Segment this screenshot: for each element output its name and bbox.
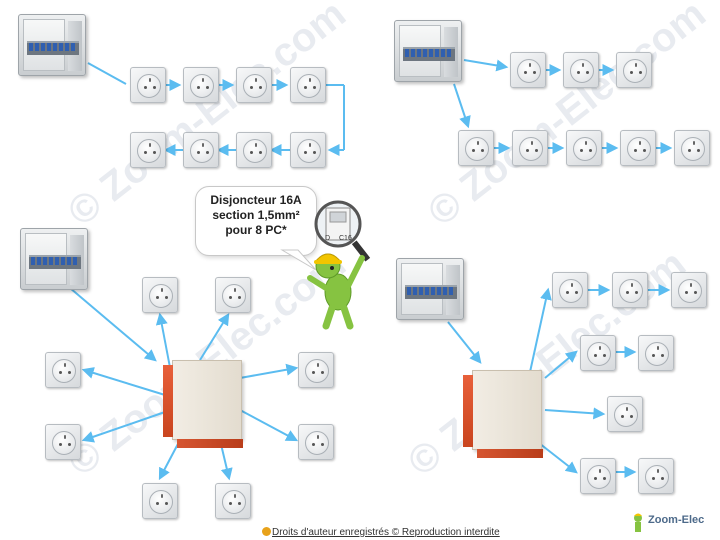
callout-tail	[280, 249, 317, 271]
wall-socket-icon	[620, 130, 656, 166]
wall-socket-icon	[142, 483, 178, 519]
wall-socket-icon	[130, 67, 166, 103]
breaker-label-c16: C16	[339, 235, 352, 242]
wall-socket-icon	[215, 483, 251, 519]
wire-connection	[199, 312, 230, 361]
wire-connection	[158, 439, 181, 481]
wall-socket-icon	[638, 335, 674, 371]
wire-connection	[239, 409, 299, 442]
wall-socket-icon	[236, 67, 272, 103]
wall-socket-icon	[510, 52, 546, 88]
wall-socket-icon	[512, 130, 548, 166]
wall-socket-icon	[290, 132, 326, 168]
wall-socket-icon	[607, 396, 643, 432]
callout-line-3: pour 8 PC*	[225, 223, 287, 237]
wall-socket-icon	[612, 272, 648, 308]
wire-connection	[453, 83, 471, 129]
wall-socket-icon	[183, 67, 219, 103]
copyright-notice[interactable]: Droits d'auteur enregistrés © Reproducti…	[262, 527, 500, 538]
wall-socket-icon	[616, 52, 652, 88]
electrician-mascot-icon	[307, 200, 371, 330]
breaker-label-d: D	[325, 235, 331, 242]
zoom-elec-logo-icon	[634, 513, 642, 532]
distribution-panel-icon	[20, 228, 88, 290]
wall-socket-icon	[298, 352, 334, 388]
copyright-dot-icon	[262, 527, 271, 536]
wire-connection	[239, 363, 299, 379]
wire-connection	[87, 62, 127, 85]
distribution-panel-icon	[18, 14, 86, 76]
wire-connection	[463, 59, 509, 72]
junction-box-icon	[163, 360, 243, 448]
wire-connection	[447, 321, 482, 364]
wire-connection	[544, 350, 578, 379]
wall-socket-icon	[45, 424, 81, 460]
brand-name: Zoom-Elec	[648, 514, 705, 526]
callout-bubble: Disjoncteur 16A section 1,5mm² pour 8 PC…	[195, 186, 317, 256]
wall-socket-icon	[142, 277, 178, 313]
wall-socket-icon	[215, 277, 251, 313]
wall-socket-icon	[671, 272, 707, 308]
callout-line-2: section 1,5mm²	[212, 208, 300, 222]
wall-socket-icon	[130, 132, 166, 168]
wall-socket-icon	[674, 130, 710, 166]
wire-connection	[529, 287, 552, 373]
wall-socket-icon	[638, 458, 674, 494]
wall-socket-icon	[580, 458, 616, 494]
callout-line-1: Disjoncteur 16A	[210, 193, 302, 207]
wire-connection	[81, 411, 166, 443]
wire-connection	[544, 407, 606, 420]
wall-socket-icon	[552, 272, 588, 308]
junction-box-icon	[463, 370, 543, 458]
distribution-panel-icon	[396, 258, 464, 320]
wire-connection	[69, 287, 157, 362]
wall-socket-icon	[183, 132, 219, 168]
wall-socket-icon	[566, 130, 602, 166]
wall-socket-icon	[298, 424, 334, 460]
wall-socket-icon	[580, 335, 616, 371]
copyright-text: Droits d'auteur enregistrés © Reproducti…	[272, 527, 500, 538]
distribution-panel-icon	[394, 20, 462, 82]
wall-socket-icon	[458, 130, 494, 166]
wall-socket-icon	[45, 352, 81, 388]
wall-socket-icon	[236, 132, 272, 168]
wall-socket-icon	[290, 67, 326, 103]
wire-connection	[81, 367, 166, 396]
wall-socket-icon	[563, 52, 599, 88]
